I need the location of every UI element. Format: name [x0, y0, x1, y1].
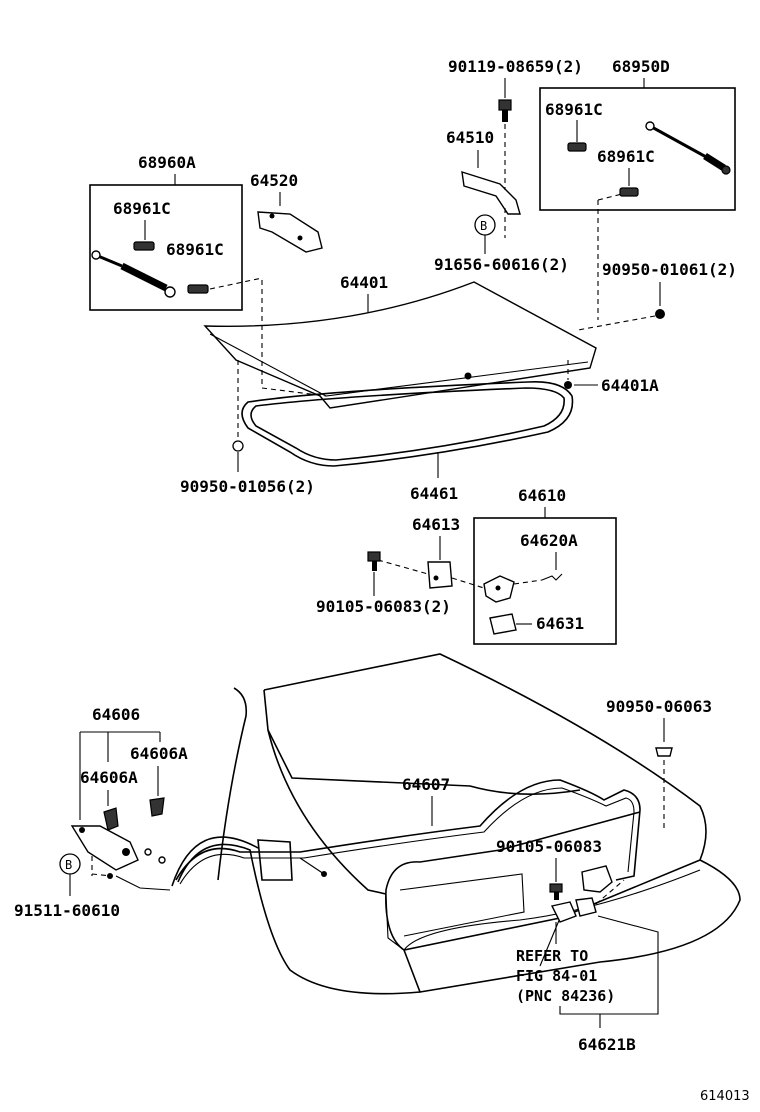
cable-64607-group: 64607 [175, 775, 641, 885]
label-cushion-90950-01061[interactable]: 90950-01061(2) [602, 260, 737, 279]
label-weatherstrip-64461[interactable]: 64461 [410, 484, 458, 503]
label-strut-kit-rh[interactable]: 68950D [612, 57, 670, 76]
cushion-90950-06063-group: 90950-06063 [606, 697, 712, 830]
label-b-marker-top[interactable]: B [480, 219, 487, 233]
hinge-64520-part [257, 211, 323, 253]
label-cushion-90950-06063[interactable]: 90950-06063 [606, 697, 712, 716]
cushion-64401a-part [564, 381, 572, 389]
label-bolt-90119[interactable]: 90119-08659(2) [448, 57, 583, 76]
strut-kit-rh-box [539, 87, 736, 211]
strut-kit-rh-group: 90119-08659(2) 68950D 68961C 68961C [448, 57, 736, 211]
stud-part-rh-a [567, 142, 587, 152]
hinge-64510-part [461, 170, 521, 215]
lock-assy-box [473, 517, 617, 645]
label-lock-64621b[interactable]: 64621B [578, 1035, 636, 1054]
strut-kit-lh-box [89, 184, 243, 311]
gas-strut-rh [645, 121, 731, 175]
label-stud-68961c-d[interactable]: 68961C [166, 240, 224, 259]
lock-64621b-bracket [581, 865, 613, 893]
label-cushion-90950-01056[interactable]: 90950-01056(2) [180, 477, 315, 496]
opener-64606a-part-a [103, 807, 119, 831]
label-refer-line1: REFER TO [516, 947, 588, 965]
cushion-90950-01056-part [232, 440, 244, 452]
label-lid-64401[interactable]: 64401 [340, 273, 388, 292]
label-refer-line3: (PNC 84236) [516, 987, 615, 1005]
strut-kit-lh-group: 68960A 68961C 68961C [89, 153, 263, 311]
opener-64606a-part-b [149, 797, 165, 817]
stud-part-rh-b [619, 187, 639, 197]
cable-64607-part [175, 779, 641, 881]
label-opener-64606[interactable]: 64606 [92, 705, 140, 724]
label-opener-64606a-a[interactable]: 64606A [130, 744, 188, 763]
stud-part-lh-a [133, 241, 155, 251]
label-strut-kit-lh[interactable]: 68960A [138, 153, 196, 172]
gas-strut-lh [91, 250, 176, 298]
label-b-marker-bottom[interactable]: B [65, 858, 72, 872]
lock-64621b-part [550, 901, 577, 923]
label-striker-64613[interactable]: 64613 [412, 515, 460, 534]
label-stud-68961c-a[interactable]: 68961C [545, 100, 603, 119]
bolt-90119-part [498, 99, 512, 122]
cushion-90950-06063-part [655, 747, 673, 757]
weatherstrip-outer [241, 380, 574, 467]
lock-assy-group: 64610 64613 64620A 90105-06083(2) 64631 [316, 486, 617, 645]
label-bolt-91656[interactable]: 91656-60616(2) [434, 255, 569, 274]
striker-64613-part [427, 561, 453, 589]
label-stud-68961c-b[interactable]: 68961C [597, 147, 655, 166]
label-cover-64631[interactable]: 64631 [536, 614, 584, 633]
label-bolt-90105-b[interactable]: 90105-06083 [496, 837, 602, 856]
bolt-90105-b-part [549, 883, 563, 900]
label-cable-64607[interactable]: 64607 [402, 775, 450, 794]
label-refer-line2: FIG 84-01 [516, 967, 597, 985]
hinge-64510-group: 64510 B 91656-60616(2) [434, 124, 569, 274]
opener-group: 64606 64606A 64606A B 91511-60610 [14, 705, 188, 920]
weatherstrip-group: 64461 [241, 380, 574, 503]
hinge-64520-group: 64520 [250, 171, 323, 253]
label-stud-68961c-c[interactable]: 68961C [113, 199, 171, 218]
figure-id: 614013 [700, 1089, 750, 1104]
opener-64606-part [70, 825, 139, 871]
label-cushion-64401a[interactable]: 64401A [601, 376, 659, 395]
label-spring-64620a[interactable]: 64620A [520, 531, 578, 550]
cover-64631-part [489, 613, 517, 635]
label-hinge-64520[interactable]: 64520 [250, 171, 298, 190]
trunk-lid-panel [203, 281, 597, 409]
cushion-90950-01061-part [655, 309, 665, 319]
trunk-lid-group: 64401 90950-01061(2) 64401A 90950-01056(… [180, 193, 737, 496]
lock-64621b-group: 90105-06083 REFER TO FIG 84-01 (PNC 8423… [496, 837, 659, 1054]
label-bolt-91511[interactable]: 91511-60610 [14, 901, 120, 920]
spring-64620a-part [541, 573, 563, 581]
label-hinge-64510[interactable]: 64510 [446, 128, 494, 147]
car-body-outline [171, 653, 741, 995]
stud-part-lh-b [187, 284, 209, 294]
label-bolt-90105-a[interactable]: 90105-06083(2) [316, 597, 451, 616]
bolt-90105-a-part [367, 551, 381, 571]
weatherstrip-inner [250, 387, 565, 461]
label-lock-assy-64610[interactable]: 64610 [518, 486, 566, 505]
label-opener-64606a-b[interactable]: 64606A [80, 768, 138, 787]
